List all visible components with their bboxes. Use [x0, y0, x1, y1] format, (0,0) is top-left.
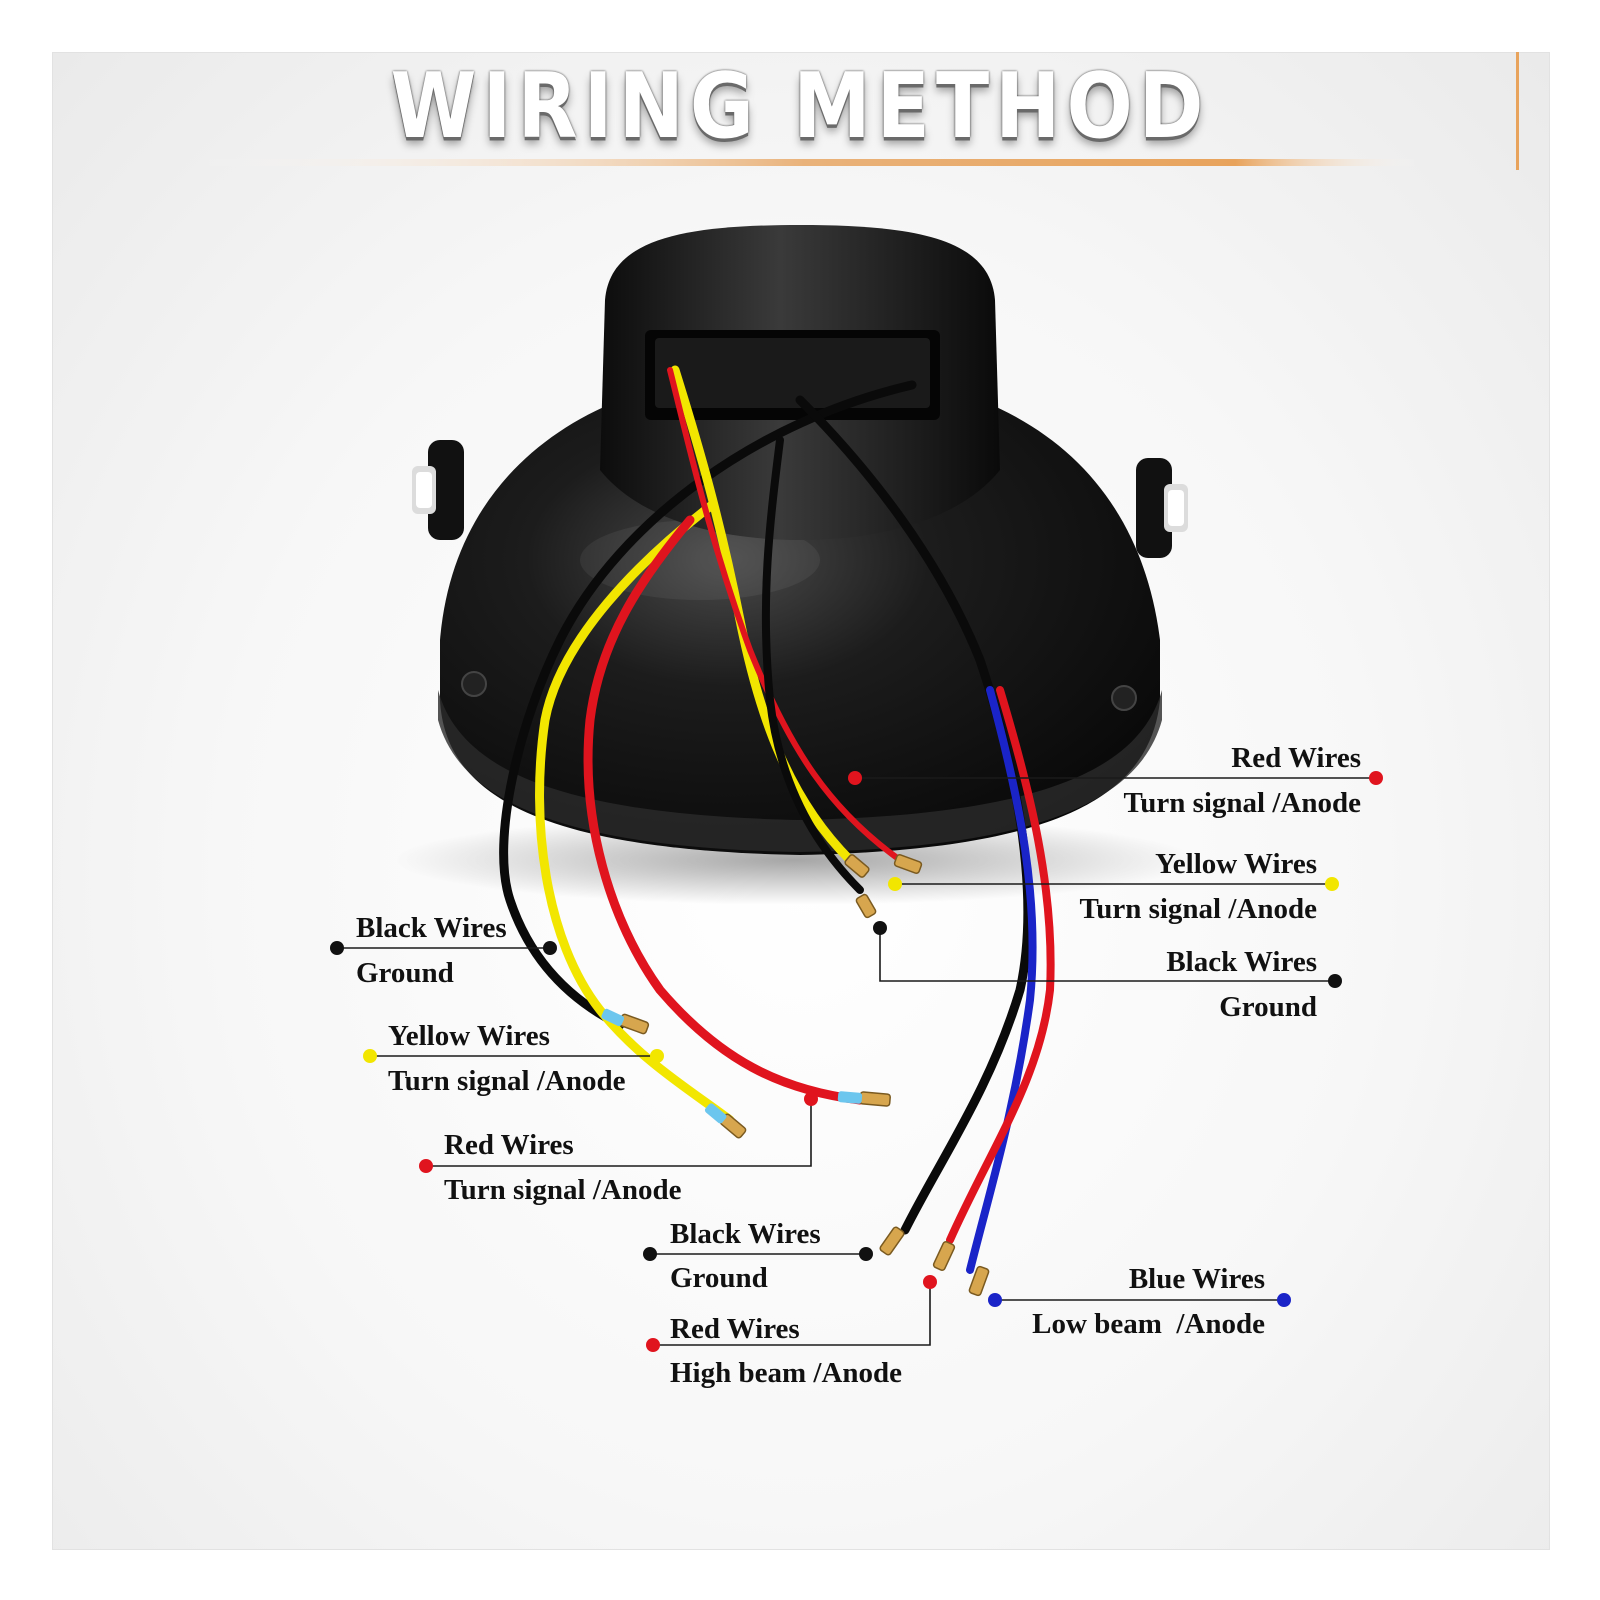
wire-housing-hump: [600, 225, 1000, 540]
wire-blue-right: [966, 686, 1037, 1274]
title-accent-bar: [190, 159, 1420, 166]
label-yellow-turn-left-name: Yellow Wires: [388, 1020, 550, 1052]
wire-black-center: [761, 436, 864, 894]
left-screw: [461, 671, 487, 697]
label-red-turn-right-func: Turn signal /Anode: [1123, 787, 1361, 819]
label-black-ground-right-func: Ground: [1219, 991, 1317, 1023]
wire-yellow-left: [535, 500, 735, 1125]
label-black-ground-right-name: Black Wires: [1166, 946, 1317, 978]
label-black-ground-bottom-name: Black Wires: [670, 1218, 821, 1250]
wire-red-left: [583, 515, 865, 1105]
label-blue-low-beam-name: Blue Wires: [1128, 1263, 1265, 1295]
label-red-high-beam-name: Red Wires: [670, 1313, 800, 1345]
label-black-ground-bottom-func: Ground: [670, 1262, 768, 1294]
label-red-turn-left-name: Red Wires: [444, 1129, 574, 1161]
label-red-turn-left-func: Turn signal /Anode: [444, 1174, 682, 1206]
wire-black-left: [499, 380, 917, 1030]
leader-lines: [337, 777, 1376, 1346]
left-mount-bracket: [412, 440, 464, 540]
label-blue-low-beam-func: Low beam /Anode: [1032, 1308, 1265, 1340]
label-red-high-beam-func: High beam /Anode: [670, 1357, 903, 1389]
label-yellow-turn-right-func: Turn signal /Anode: [1079, 893, 1317, 925]
marker-dots: [330, 771, 1383, 1352]
wire-sleeves: [601, 1008, 863, 1124]
label-black-ground-left-func: Ground: [356, 957, 454, 989]
wire-red-center: [667, 367, 903, 863]
right-screw: [1111, 685, 1137, 711]
label-yellow-turn-left-func: Turn signal /Anode: [388, 1065, 626, 1097]
label-red-turn-right-name: Red Wires: [1231, 742, 1361, 774]
label-black-ground-left-name: Black Wires: [356, 912, 507, 944]
title-accent-edge: [1516, 52, 1519, 170]
right-mount-bracket: [1136, 458, 1188, 558]
label-yellow-turn-right-name: Yellow Wires: [1155, 848, 1317, 880]
page-title: WIRING METHOD: [390, 55, 1210, 159]
wire-terminals: [618, 854, 990, 1297]
wire-red-right: [946, 686, 1055, 1244]
